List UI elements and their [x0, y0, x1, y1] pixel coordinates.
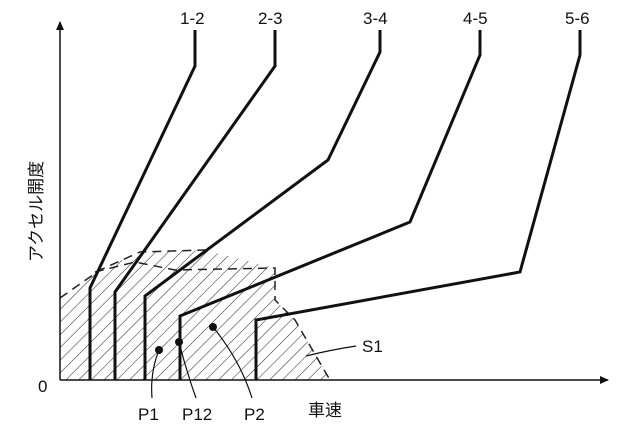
region-boundary-dashed [59, 249, 206, 299]
y-axis-label: アクセル開度 [27, 161, 47, 262]
shift-label-5-6: 5-6 [565, 9, 590, 28]
p12-leader-line [178, 341, 197, 399]
p2-leader-line [212, 326, 253, 399]
point-label-p2: P2 [244, 405, 265, 424]
region-boundary-dashed-mid [94, 261, 331, 381]
shift-label-1-2: 1-2 [180, 9, 205, 28]
point-label-p12: P12 [182, 405, 212, 424]
x-axis-label: 車速 [308, 401, 342, 421]
s1-leader-line [305, 345, 357, 357]
shift-label-3-4: 3-4 [363, 9, 388, 28]
p1-leader-line [151, 349, 160, 399]
region-label-s1: S1 [362, 337, 383, 356]
shift-label-2-3: 2-3 [258, 9, 283, 28]
origin-label: 0 [38, 377, 47, 396]
shift-line-3-4 [143, 30, 382, 380]
shift-line-2-3 [113, 30, 277, 380]
shift-label-4-5: 4-5 [463, 9, 488, 28]
shift-line-4-5 [178, 30, 482, 380]
shift-line-5-6 [254, 30, 582, 380]
shift-line-1-2 [88, 30, 197, 380]
point-label-p1: P1 [138, 405, 159, 424]
